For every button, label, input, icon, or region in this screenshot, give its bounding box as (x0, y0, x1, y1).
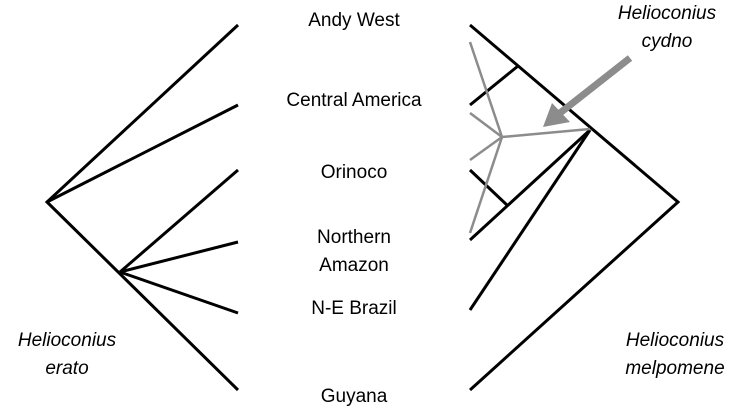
label-guyana: Guyana (320, 386, 388, 407)
erato-branch-central-america (46, 103, 239, 204)
label-orinoco: Orinoco (320, 162, 388, 183)
cydno-branch (469, 112, 503, 138)
melpomene-branch-ne-brazil (468, 129, 592, 311)
cydno-tree (468, 41, 591, 234)
melpomene-branch-northern-amazon (468, 128, 592, 242)
label-melpomene-species: melpomene (625, 358, 725, 379)
label-erato-genus: Helioconius (17, 330, 117, 351)
label-amazon: Amazon (319, 255, 389, 276)
label-erato-species: erato (45, 358, 89, 379)
cydno-branch (468, 136, 504, 234)
melpomene-root-branches (468, 23, 681, 392)
erato-branch-northern-amazon (119, 240, 239, 274)
cydno-arrow (543, 55, 633, 127)
label-andy-west: Andy West (308, 10, 400, 31)
cydno-branch (468, 41, 504, 138)
label-cydno-genus: Helioconius (617, 3, 717, 24)
erato-branch-orinoco (119, 168, 239, 274)
label-northern: Northern (317, 227, 391, 248)
erato-tree (44, 23, 240, 392)
melpomene-branch-central-america (469, 64, 519, 107)
label-cydno-species: cydno (641, 31, 693, 52)
label-ne-brazil: N-E Brazil (311, 298, 397, 319)
label-central-america: Central America (286, 90, 422, 111)
melpomene-tree (468, 23, 681, 392)
erato-branch-ne-brazil (119, 270, 239, 315)
cydno-branch (469, 135, 503, 162)
melpomene-branch-orinoco (468, 168, 510, 208)
cydno-stem (501, 127, 591, 139)
label-melpomene-genus: Helioconius (625, 330, 725, 351)
